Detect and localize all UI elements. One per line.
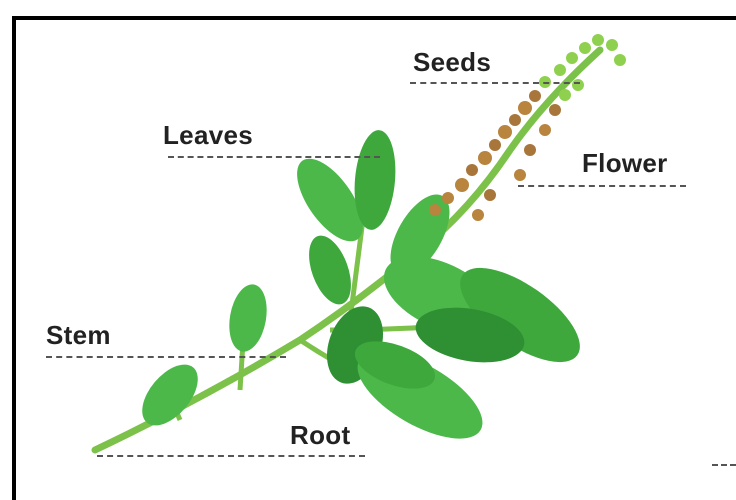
offscreen-leader-line bbox=[712, 464, 736, 466]
seeds-label: Seeds bbox=[413, 47, 491, 78]
flower-label: Flower bbox=[582, 148, 668, 179]
seeds-leader-line bbox=[410, 82, 580, 84]
leaves-leader-line bbox=[168, 156, 380, 158]
stem-leader-line bbox=[46, 356, 286, 358]
leaves-label: Leaves bbox=[163, 120, 253, 151]
flower-leader-line bbox=[518, 185, 686, 187]
root-label: Root bbox=[290, 420, 350, 451]
stem-label: Stem bbox=[46, 320, 111, 351]
root-leader-line bbox=[97, 455, 365, 457]
